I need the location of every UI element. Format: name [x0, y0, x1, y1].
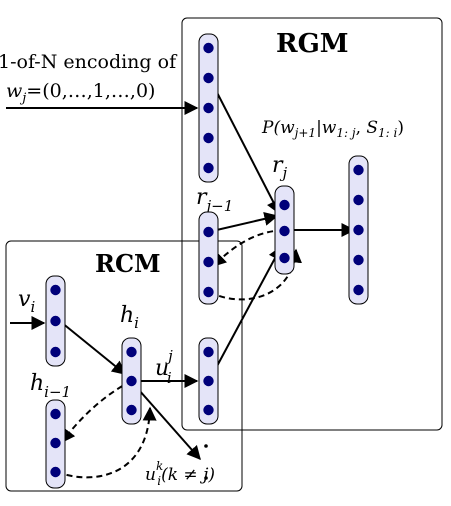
rcm-title: RCM: [95, 249, 161, 278]
rgm-title: RGM: [276, 29, 349, 59]
dashed-him1-to-hi: [56, 406, 157, 479]
rgm-box: [181, 17, 443, 431]
rcm-box: [5, 240, 243, 492]
column-output: [348, 155, 369, 305]
dashed-rjm1-to-rj: [209, 248, 302, 301]
dashed-hi-to-him1: [61, 380, 132, 444]
arrow-uij-to-rj: [208, 245, 282, 382]
dashed-rj-to-rjm1: [211, 229, 284, 267]
label-h-i: hi: [120, 303, 139, 332]
arrow-wj-to-rj: [207, 74, 280, 215]
label-r-j: rj: [272, 153, 288, 182]
column-rjm1: [198, 211, 219, 305]
arrow-vi-to-hi: [55, 317, 127, 375]
arrow-rjm1-to-rj: [207, 212, 279, 233]
uik-dots: [204, 444, 208, 480]
label-v-i: vi: [18, 287, 35, 316]
input-encoding-label: 1-of-N encoding of: [0, 51, 178, 73]
column-him1: [45, 399, 66, 489]
label-r-jm1: rj−1: [196, 185, 233, 215]
probability-label: P(wj+1|w1: j, S1: i): [261, 118, 404, 140]
column-rj: [274, 185, 295, 275]
column-uij: [198, 337, 219, 425]
arrow-hi-to-uik: [130, 380, 201, 461]
input-vector-label: wj=(0,…,1,…,0): [6, 80, 155, 106]
label-h-im1: hi−1: [30, 371, 71, 401]
column-wj: [198, 33, 219, 183]
column-vi: [45, 275, 66, 367]
solid-connections: [6, 74, 356, 461]
column-hi: [121, 337, 142, 425]
dashed-connections: [56, 229, 302, 479]
